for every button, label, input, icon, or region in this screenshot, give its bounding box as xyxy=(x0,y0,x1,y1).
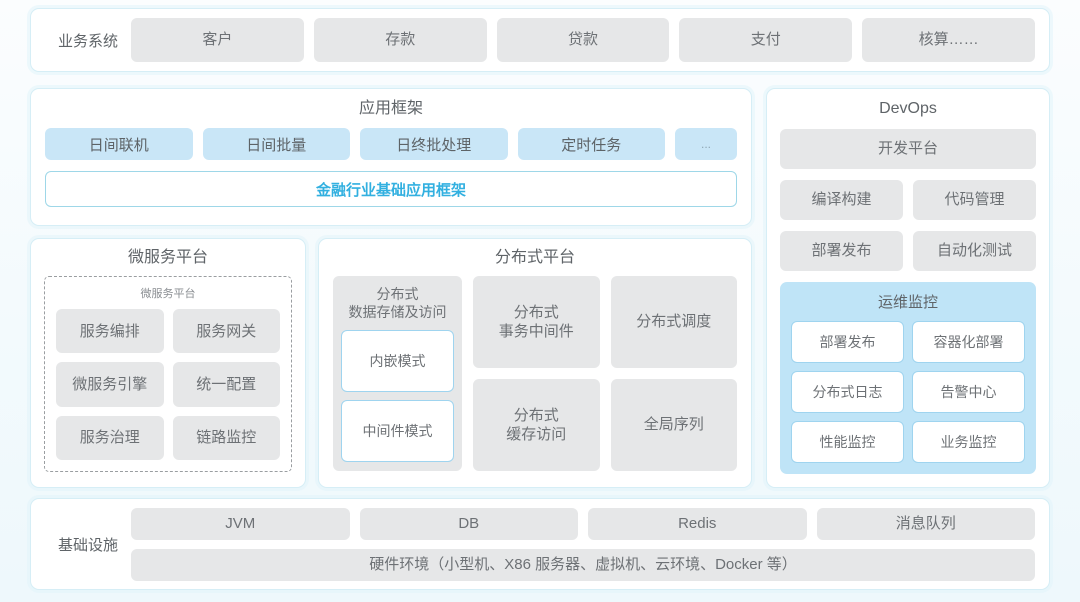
ops-chip-alert-center[interactable]: 告警中心 xyxy=(912,371,1025,413)
ops-chip-distributed-log[interactable]: 分布式日志 xyxy=(791,371,904,413)
microservice-chip-trace-monitor[interactable]: 链路监控 xyxy=(172,415,280,460)
infra-chip-hardware-environment[interactable]: 硬件环境（小型机、X86 服务器、虚拟机、云环境、Docker 等） xyxy=(131,548,1035,581)
devops-chip-dev-platform[interactable]: 开发平台 xyxy=(780,129,1036,169)
microservice-dashed-group: 微服务平台 服务编排 服务网关 微服务引擎 统一配置 服务治理 链路监控 xyxy=(44,276,292,472)
appframe-chip-scheduled-task[interactable]: 定时任务 xyxy=(517,128,665,160)
devops-row-build: 编译构建 代码管理 xyxy=(780,180,1036,220)
devops-title: DevOps xyxy=(879,100,937,117)
distributed-chip-global-sequence[interactable]: 全局序列 xyxy=(610,379,737,471)
ops-chip-deploy-release[interactable]: 部署发布 xyxy=(791,321,904,363)
distributed-chip-cache-access[interactable]: 分布式缓存访问 xyxy=(473,379,600,471)
distributed-storage-mode-middleware[interactable]: 中间件模式 xyxy=(341,400,455,462)
devops-column: DevOps 开发平台 编译构建 代码管理 部署发布 自动化测试 运维监控 部署… xyxy=(766,88,1050,488)
microservice-platform-card: 微服务平台 微服务平台 服务编排 服务网关 微服务引擎 统一配置 服务治理 链路… xyxy=(30,238,306,488)
distributed-items-grid: 分布式 数据存储及访问 内嵌模式 中间件模式 分布式事务中间件 分布式调度 xyxy=(333,276,737,471)
microservice-inner-label: 微服务平台 xyxy=(140,288,196,300)
microservice-items-grid: 服务编排 服务网关 微服务引擎 统一配置 服务治理 链路监控 xyxy=(56,309,280,460)
devops-card: DevOps 开发平台 编译构建 代码管理 部署发布 自动化测试 运维监控 部署… xyxy=(766,88,1050,488)
distributed-chip-scheduling[interactable]: 分布式调度 xyxy=(610,276,737,368)
middle-area: 应用框架 日间联机 日间批量 日终批处理 定时任务 ... 金融行业基础应用框架… xyxy=(30,88,1050,488)
business-chip-accounting[interactable]: 核算…… xyxy=(862,18,1035,62)
distributed-storage-title-line1: 分布式 xyxy=(376,286,419,302)
distributed-storage-title: 分布式 数据存储及访问 xyxy=(341,285,454,321)
business-chip-payment[interactable]: 支付 xyxy=(679,18,853,62)
application-framework-card: 应用框架 日间联机 日间批量 日终批处理 定时任务 ... 金融行业基础应用框架 xyxy=(30,88,752,226)
ops-chip-business-monitor[interactable]: 业务监控 xyxy=(912,421,1025,463)
devops-chip-deploy-release[interactable]: 部署发布 xyxy=(780,231,903,271)
appframe-chip-daytime-batch[interactable]: 日间批量 xyxy=(202,128,350,160)
appframe-chip-daytime-online[interactable]: 日间联机 xyxy=(45,128,193,160)
microservice-chip-engine[interactable]: 微服务引擎 xyxy=(56,362,164,407)
distributed-platform-title: 分布式平台 xyxy=(494,249,575,266)
infrastructure-label: 基础设施 xyxy=(57,536,118,554)
infra-chip-jvm[interactable]: JVM xyxy=(131,507,350,540)
business-chip-deposit[interactable]: 存款 xyxy=(313,18,487,62)
distributed-platform-card: 分布式平台 分布式 数据存储及访问 内嵌模式 中间件模式 xyxy=(318,238,752,488)
microservice-chip-governance[interactable]: 服务治理 xyxy=(56,415,164,460)
ops-chip-performance-monitor[interactable]: 性能监控 xyxy=(791,421,904,463)
distributed-storage-title-line2: 数据存储及访问 xyxy=(348,304,447,321)
infra-chip-message-queue[interactable]: 消息队列 xyxy=(816,507,1035,540)
distributed-storage-mode-embedded[interactable]: 内嵌模式 xyxy=(341,330,455,393)
infrastructure-stack: JVM DB Redis 消息队列 硬件环境（小型机、X86 服务器、虚拟机、云… xyxy=(131,507,1035,581)
distributed-cache-label: 分布式缓存访问 xyxy=(506,406,567,443)
infra-chip-redis[interactable]: Redis xyxy=(588,507,807,540)
ops-chip-containerized-deploy[interactable]: 容器化部署 xyxy=(912,321,1025,363)
middle-left-column: 应用框架 日间联机 日间批量 日终批处理 定时任务 ... 金融行业基础应用框架… xyxy=(30,88,752,488)
infra-chip-db[interactable]: DB xyxy=(359,507,578,540)
microservice-chip-unified-config[interactable]: 统一配置 xyxy=(172,362,280,407)
ops-monitoring-panel: 运维监控 部署发布 容器化部署 分布式日志 告警中心 性能监控 业务监控 xyxy=(780,282,1036,474)
appframe-chip-eod-batch[interactable]: 日终批处理 xyxy=(360,128,508,160)
application-framework-title: 应用框架 xyxy=(358,100,423,117)
ops-monitoring-grid: 部署发布 容器化部署 分布式日志 告警中心 性能监控 业务监控 xyxy=(791,321,1025,463)
business-systems-label: 业务系统 xyxy=(57,32,118,50)
devops-row-deploy: 部署发布 自动化测试 xyxy=(780,231,1036,271)
business-systems-row: 业务系统 客户 存款 贷款 支付 核算…… xyxy=(30,8,1050,72)
application-framework-chips: 日间联机 日间批量 日终批处理 定时任务 ... xyxy=(45,128,737,160)
microservice-chip-gateway[interactable]: 服务网关 xyxy=(172,309,280,354)
appframe-chip-more[interactable]: ... xyxy=(675,128,737,160)
microservice-chip-orchestration[interactable]: 服务编排 xyxy=(56,309,164,354)
devops-chip-code-management[interactable]: 代码管理 xyxy=(913,180,1036,220)
infrastructure-row: 基础设施 JVM DB Redis 消息队列 硬件环境（小型机、X86 服务器、… xyxy=(30,498,1050,590)
devops-chip-compile-build[interactable]: 编译构建 xyxy=(780,180,903,220)
business-chip-customer[interactable]: 客户 xyxy=(131,18,304,62)
microservice-platform-title: 微服务平台 xyxy=(127,249,208,266)
distributed-storage-group[interactable]: 分布式 数据存储及访问 内嵌模式 中间件模式 xyxy=(333,276,463,471)
ops-monitoring-title: 运维监控 xyxy=(877,294,938,311)
distributed-transaction-label: 分布式事务中间件 xyxy=(498,303,574,340)
distributed-chip-transaction-middleware[interactable]: 分布式事务中间件 xyxy=(473,276,600,368)
financial-base-framework-banner: 金融行业基础应用框架 xyxy=(45,171,737,207)
business-systems-chips: 客户 存款 贷款 支付 核算…… xyxy=(131,18,1035,62)
infrastructure-components: JVM DB Redis 消息队列 xyxy=(131,507,1035,540)
platforms-row: 微服务平台 微服务平台 服务编排 服务网关 微服务引擎 统一配置 服务治理 链路… xyxy=(30,238,752,488)
business-chip-loan[interactable]: 贷款 xyxy=(496,18,670,62)
devops-chip-automated-test[interactable]: 自动化测试 xyxy=(913,231,1036,271)
